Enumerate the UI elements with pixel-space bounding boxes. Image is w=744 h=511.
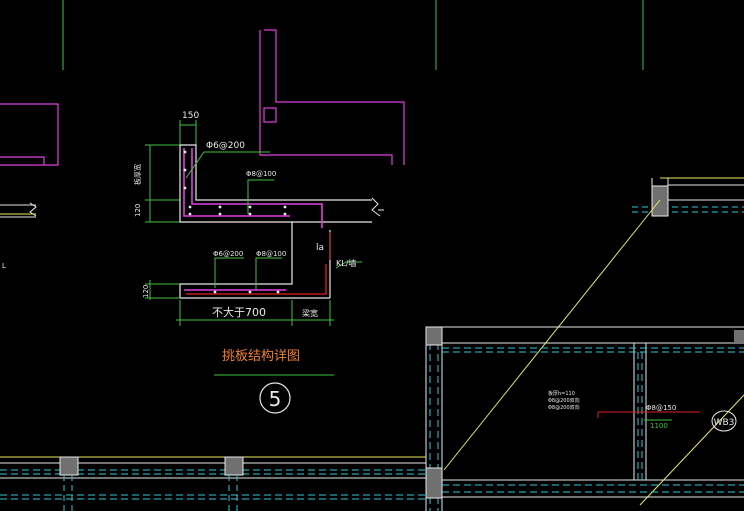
column-bl-2: [224, 456, 244, 476]
dim-beam-width: 梁宽: [302, 308, 318, 318]
column-tr: [651, 185, 669, 217]
wall-top-inner: [259, 30, 393, 165]
column-bl-1: [59, 456, 79, 476]
leader-br: [255, 257, 282, 290]
wall-outlines: [0, 29, 405, 166]
detail-number: 5: [269, 387, 282, 411]
detail-5: 150 板厚宽 120: [133, 111, 384, 414]
plan-right: 板厚h=110 Φ8@200双向 Φ8@200双向 Φ8@150 1100 WB…: [425, 177, 744, 511]
dim-slab-thick: 板厚宽: [133, 164, 142, 185]
detail-number-circle: [259, 382, 291, 414]
column-edge: [734, 330, 744, 342]
label-rebar-top: Φ6@200: [206, 141, 245, 151]
wall-top-box: [263, 107, 277, 123]
dim-not-more-than: 不大于700: [212, 305, 266, 319]
slab-left: [0, 202, 37, 218]
rebar-anchor: [186, 264, 327, 295]
dim-150: 150: [182, 111, 199, 121]
column-bottom: [425, 467, 443, 499]
slab-note-1: 板厚h=110: [548, 390, 575, 397]
rebar-dots: [183, 150, 287, 294]
tick-label-left: L: [2, 262, 6, 270]
detail-title: 挑板结构详图: [222, 349, 300, 364]
wb-tag-ellipse: [711, 410, 737, 432]
label-la: la: [316, 243, 324, 253]
dim-1100: 1100: [650, 422, 668, 430]
label-kl-wall: KL/墙: [336, 258, 356, 268]
leader-top: [185, 151, 270, 179]
wb-tag: WB3: [714, 418, 735, 428]
label-rebar-mid: Φ8@100: [246, 170, 276, 178]
wall-left-inner: [0, 156, 45, 165]
leader-bl: [214, 257, 244, 288]
label-rebar-right: Φ8@150: [646, 404, 676, 412]
leader-mid: [247, 179, 274, 214]
wall-top: [264, 29, 405, 165]
grid-axes: [62, 0, 644, 70]
dim-120-lower: 120: [142, 285, 150, 298]
label-rebar-bl: Φ6@200: [213, 250, 243, 258]
column-mid: [425, 326, 443, 346]
diagonal-1: [443, 199, 661, 471]
beam-bottom-left: [0, 456, 426, 511]
slab-note-3: Φ8@200双向: [548, 404, 580, 411]
upturn-outline: [180, 144, 372, 201]
label-rebar-br: Φ8@100: [256, 250, 286, 258]
dim-120-upper: 120: [134, 204, 142, 217]
diagonal-2: [639, 394, 744, 506]
rebar-top: [191, 148, 323, 228]
slab-note-2: Φ8@200双向: [548, 397, 580, 404]
wall-left: [0, 103, 59, 166]
